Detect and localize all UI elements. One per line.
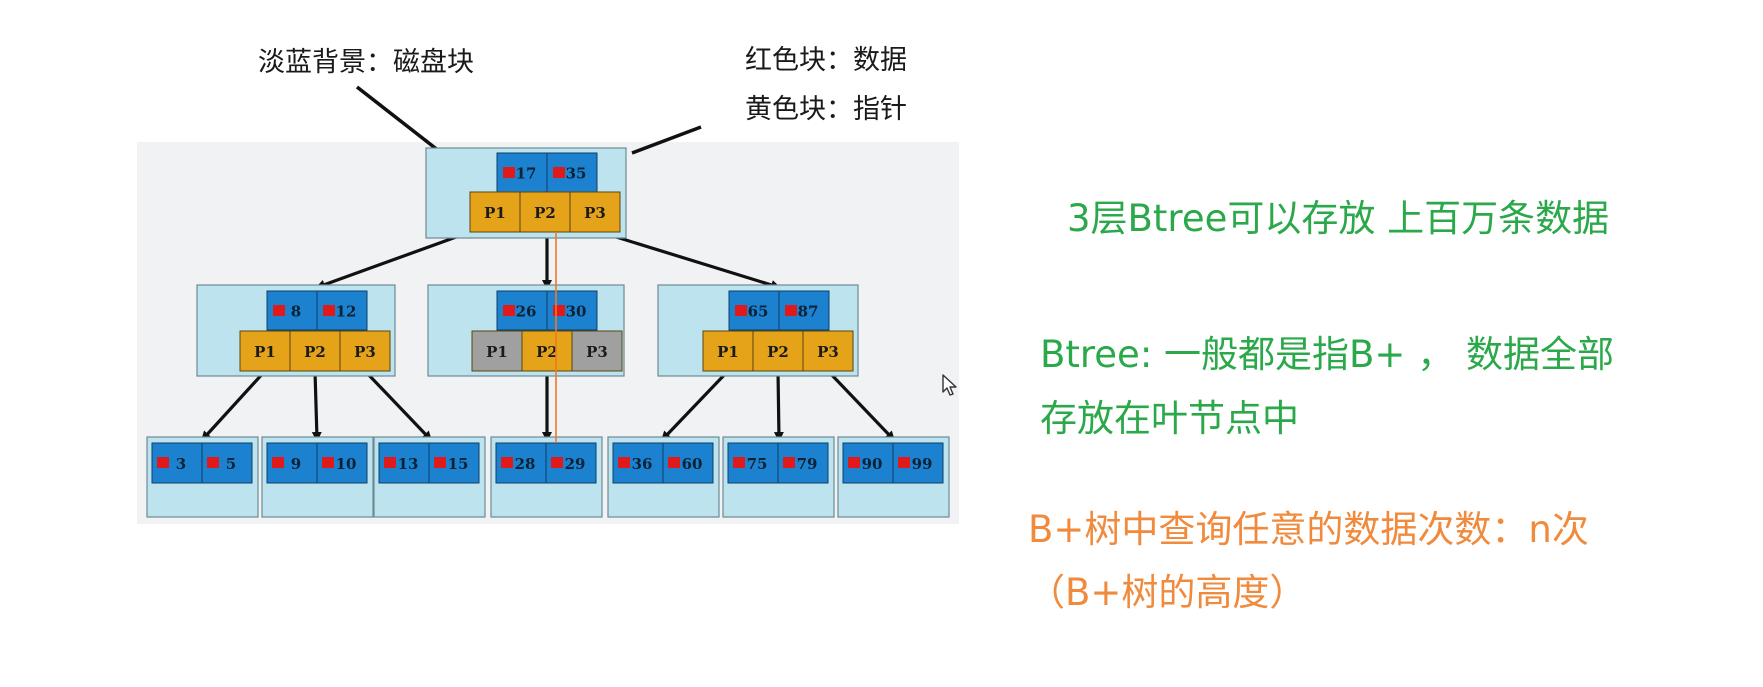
level2-node-pointer-label: P3 bbox=[354, 343, 376, 361]
root-node-pointer-cell bbox=[469, 191, 521, 233]
level2-node-data-marker bbox=[735, 305, 747, 316]
leaf-key-label: 15 bbox=[448, 455, 469, 473]
level2-node-data-marker bbox=[503, 305, 515, 316]
arrow-l2a-p2 bbox=[311, 370, 322, 442]
root-node-pointer-label: P1 bbox=[484, 204, 506, 222]
leaf-key-label: 99 bbox=[912, 455, 933, 473]
note-btree-definition-line1: Btree: 一般都是指B+ ， 数据全部 bbox=[1040, 333, 1614, 376]
leaf-data-marker bbox=[668, 457, 680, 468]
leaf-data-marker bbox=[384, 457, 396, 468]
level2-node-key-label: 87 bbox=[798, 303, 819, 321]
leaf-data-marker bbox=[207, 457, 219, 468]
root-node-pointer-label: P3 bbox=[584, 204, 606, 222]
level2-node-key-label: 26 bbox=[516, 303, 537, 321]
legend-line-disk-block bbox=[355, 85, 450, 160]
level2-node-pointer-label: P1 bbox=[717, 343, 739, 361]
disk-block-legend: 淡蓝背景：磁盘块 bbox=[258, 47, 474, 78]
data-block-legend: 红色块：数据 bbox=[745, 45, 907, 76]
leaf-data-marker bbox=[434, 457, 446, 468]
root-node-data-marker bbox=[553, 167, 565, 178]
arrow-l2c-p3 bbox=[826, 369, 896, 442]
level2-node-pointer-cell bbox=[471, 330, 523, 372]
level2-node-pointer-label: P3 bbox=[586, 343, 608, 361]
leaf-data-marker bbox=[501, 457, 513, 468]
level2-node-data-marker bbox=[273, 305, 285, 316]
leaf-key-label: 36 bbox=[632, 455, 653, 473]
level2-node-pointer-cell bbox=[752, 330, 804, 372]
root-node-key-label: 35 bbox=[566, 165, 587, 183]
level2-node-data-marker bbox=[785, 305, 797, 316]
leaf-data-marker bbox=[898, 457, 910, 468]
leaf-key-label: 3 bbox=[176, 455, 186, 473]
leaf-key-label: 29 bbox=[565, 455, 586, 473]
level2-node-key-label: 65 bbox=[748, 303, 769, 321]
leaf-data-marker bbox=[551, 457, 563, 468]
leaf-data-cell bbox=[151, 442, 203, 484]
leaf-key-label: 10 bbox=[336, 455, 357, 473]
level2-node-pointer-label: P1 bbox=[486, 343, 508, 361]
note-query-count-line1: B+树中查询任意的数据次数：n次 bbox=[1028, 508, 1589, 551]
level2-node-pointer-label: P2 bbox=[304, 343, 326, 361]
level2-node-data-cell bbox=[778, 290, 830, 331]
leaf-data-marker bbox=[618, 457, 630, 468]
leaf-key-label: 5 bbox=[226, 455, 236, 473]
leaf-key-label: 90 bbox=[862, 455, 883, 473]
mouse-cursor-icon bbox=[942, 374, 957, 396]
root-node-key-label: 17 bbox=[516, 165, 537, 183]
level2-node-pointer-label: P1 bbox=[254, 343, 276, 361]
root-node-pointer-cell bbox=[569, 191, 621, 233]
leaf-key-label: 79 bbox=[797, 455, 818, 473]
level2-node-pointer-cell bbox=[571, 330, 623, 372]
leaf-key-label: 75 bbox=[747, 455, 768, 473]
leaf-data-marker bbox=[733, 457, 745, 468]
legend-line-data-pointer bbox=[631, 125, 702, 155]
level2-node-pointer-cell bbox=[339, 330, 391, 372]
arrow-l2c-p1 bbox=[660, 369, 730, 442]
leaf-key-label: 13 bbox=[398, 455, 419, 473]
level2-node-pointer-cell bbox=[239, 330, 291, 372]
leaf-data-marker bbox=[848, 457, 860, 468]
root-node-data-marker bbox=[503, 167, 515, 178]
note-btree-definition-line2: 存放在叶节点中 bbox=[1040, 397, 1299, 440]
arrow-root-p1 bbox=[315, 230, 471, 290]
level2-node-pointer-cell bbox=[802, 330, 854, 372]
level2-node-pointer-cell bbox=[702, 330, 754, 372]
level2-node-data-marker bbox=[553, 305, 565, 316]
level2-node-pointer-label: P2 bbox=[536, 343, 558, 361]
leaf-key-label: 60 bbox=[682, 455, 703, 473]
level2-node-pointer-label: P3 bbox=[817, 343, 839, 361]
arrow-root-p3 bbox=[599, 230, 781, 290]
leaf-data-marker bbox=[783, 457, 795, 468]
level2-node-key-label: 30 bbox=[566, 303, 587, 321]
leaf-key-label: 28 bbox=[515, 455, 536, 473]
arrow-l2a-p3 bbox=[363, 369, 433, 442]
arrow-l2c-p2 bbox=[773, 370, 784, 442]
leaf-data-marker bbox=[157, 457, 169, 468]
leaf-data-marker bbox=[272, 457, 284, 468]
level2-node-data-marker bbox=[323, 305, 335, 316]
pointer-block-legend: 黄色块：指针 bbox=[745, 94, 907, 125]
leaf-key-label: 9 bbox=[291, 455, 301, 473]
note-query-count-line2: （B+树的高度） bbox=[1028, 571, 1307, 614]
leaf-data-marker bbox=[322, 457, 334, 468]
level2-node-key-label: 12 bbox=[336, 303, 357, 321]
root-node-pointer-label: P2 bbox=[534, 204, 556, 222]
level2-node-pointer-label: P2 bbox=[767, 343, 789, 361]
arrow-l2a-p1 bbox=[200, 369, 267, 442]
note-capacity: 3层Btree可以存放 上百万条数据 bbox=[1067, 197, 1610, 240]
level2-node-key-label: 8 bbox=[291, 303, 301, 321]
